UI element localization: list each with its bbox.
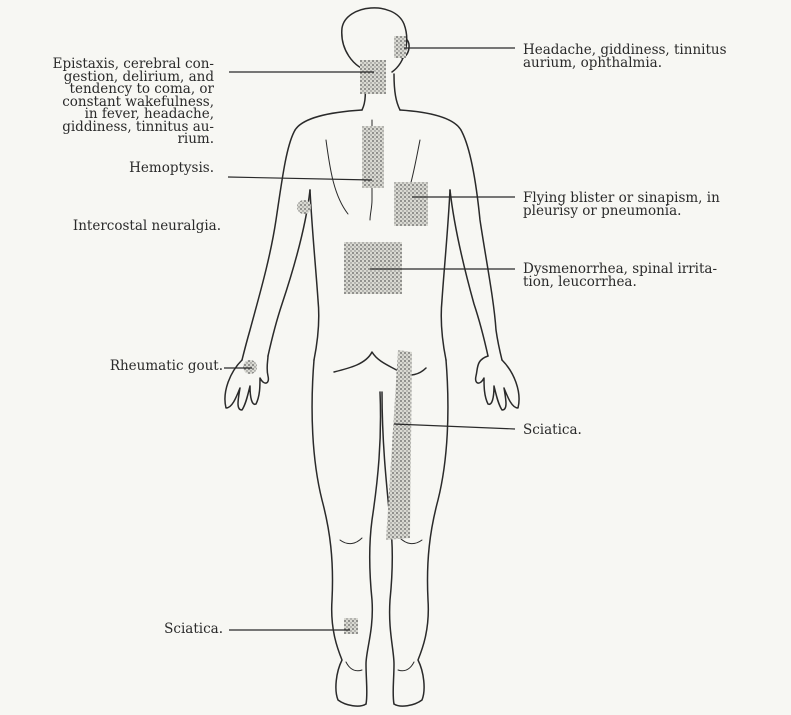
patch-thigh xyxy=(386,350,412,540)
patch-ankle xyxy=(344,618,358,634)
patch-wrist xyxy=(243,360,257,374)
right-leg-inner xyxy=(382,392,394,704)
right-hand-outline xyxy=(476,356,519,410)
left-scapula xyxy=(326,140,348,214)
label-epistaxis: Epistaxis, cerebral con- gestion, deliri… xyxy=(53,58,214,146)
torso-left xyxy=(310,190,319,360)
ankle-detail xyxy=(346,662,414,671)
left-leg-inner xyxy=(366,392,381,704)
left-leg-outer xyxy=(312,360,366,706)
patch-right-side-chest xyxy=(394,182,428,226)
label-flying-blister: Flying blister or sinapism, in pleurisy … xyxy=(523,192,720,217)
patch-neck xyxy=(360,60,386,94)
patch-lumbar xyxy=(344,242,402,294)
label-hemoptysis: Hemoptysis. xyxy=(129,162,214,175)
buttocks-line xyxy=(334,352,426,375)
leader-sciatica-thigh xyxy=(394,424,515,429)
label-rheumatic-gout: Rheumatic gout. xyxy=(110,360,223,373)
knee-lines xyxy=(340,538,422,544)
patch-upper-spine xyxy=(362,126,384,188)
label-sciatica-ankle: Sciatica. xyxy=(164,623,223,636)
label-sciatica-thigh: Sciatica. xyxy=(523,424,582,437)
label-intercostal: Intercostal neuralgia. xyxy=(73,220,221,233)
label-headache: Headache, giddiness, tinnitus aurium, op… xyxy=(523,44,727,69)
right-inner-arm xyxy=(450,190,488,356)
treatment-areas xyxy=(243,36,428,634)
patch-behind-ear xyxy=(394,36,406,58)
label-dysmenorrhea: Dysmenorrhea, spinal irrita- tion, leuco… xyxy=(523,263,717,288)
left-inner-arm xyxy=(268,190,310,356)
patch-intercostal xyxy=(297,200,311,214)
body-outline xyxy=(225,8,519,706)
leader-hemoptysis xyxy=(228,177,372,180)
right-arm-outline xyxy=(400,110,502,360)
torso-right xyxy=(441,190,450,360)
